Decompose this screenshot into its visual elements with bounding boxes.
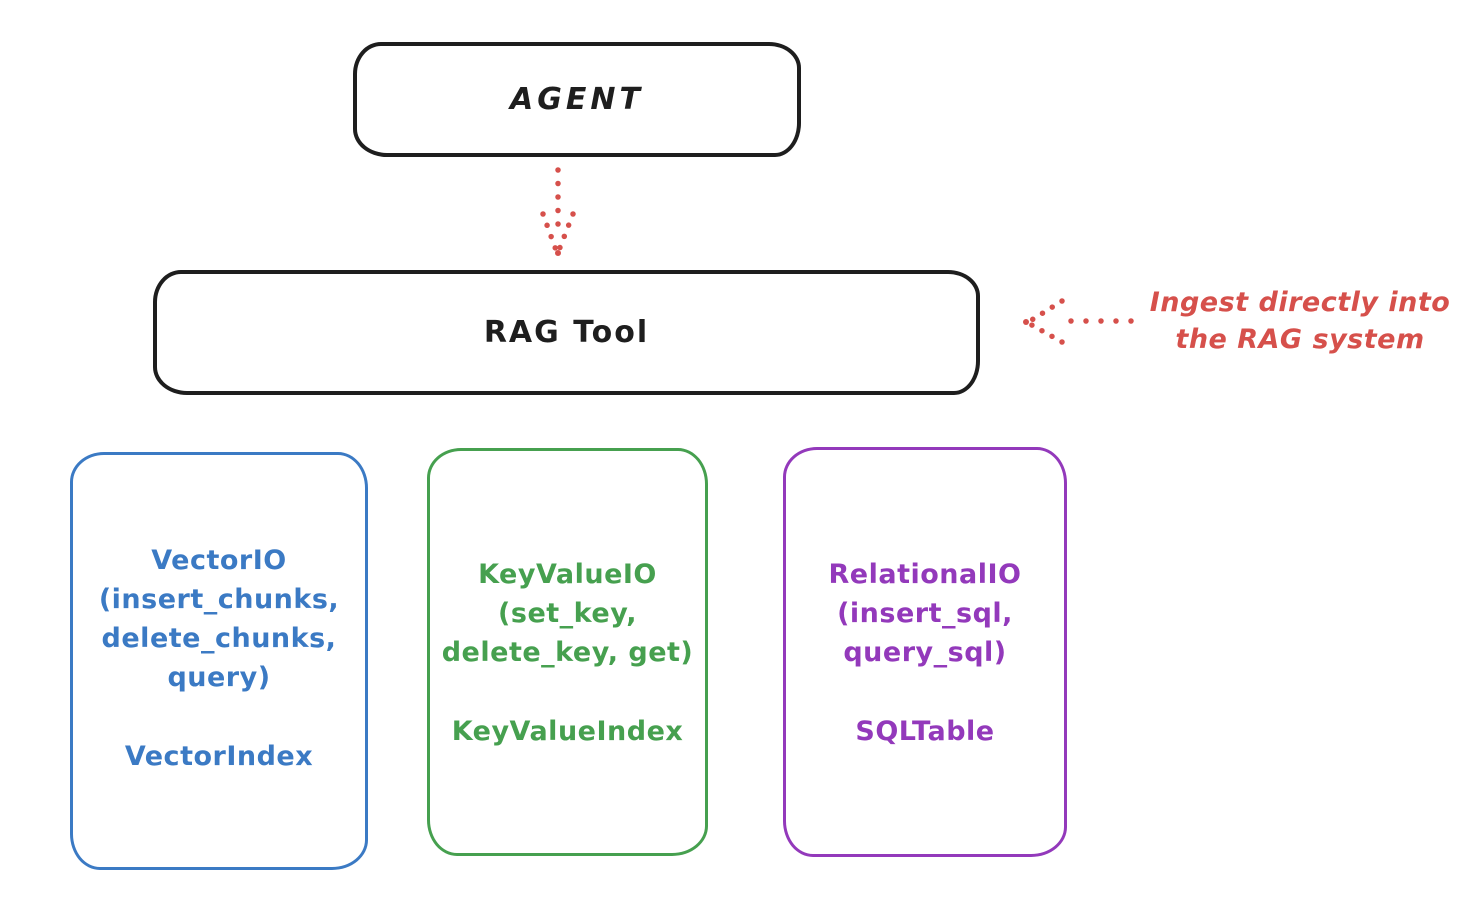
keyvalue-io-line: (set_key, xyxy=(498,598,637,629)
vector-io-line: (insert_chunks, xyxy=(98,584,340,615)
vector-io-line: query) xyxy=(167,662,271,693)
ingest-annotation-line2: the RAG system xyxy=(1175,324,1425,355)
vector-index-label: VectorIndex xyxy=(124,741,314,772)
dotted-arrow-down-icon xyxy=(540,167,576,256)
keyvalue-io-box: KeyValueIO (set_key, delete_key, get) Ke… xyxy=(427,448,708,856)
spacer xyxy=(786,672,1064,712)
vector-io-box: VectorIO (insert_chunks, delete_chunks, … xyxy=(70,452,368,870)
keyvalue-index-label: KeyValueIndex xyxy=(451,716,684,747)
spacer xyxy=(430,672,705,712)
sql-table-label: SQLTable xyxy=(855,716,995,747)
agent-label: AGENT xyxy=(510,82,644,117)
keyvalue-io-line: KeyValueIO xyxy=(478,559,657,590)
spacer xyxy=(73,697,365,737)
keyvalue-io-line: delete_key, get) xyxy=(441,637,694,668)
relational-io-line: query_sql) xyxy=(843,637,1007,668)
keyvalue-io-text: KeyValueIO (set_key, delete_key, get) Ke… xyxy=(430,555,705,751)
rag-tool-box: RAG Tool xyxy=(153,270,980,395)
vector-io-line: VectorIO xyxy=(151,545,287,576)
agent-box: AGENT xyxy=(353,42,801,157)
ingest-annotation: Ingest directly into the RAG system xyxy=(1135,284,1465,358)
vector-io-line: delete_chunks, xyxy=(101,623,337,654)
ingest-annotation-line1: Ingest directly into xyxy=(1149,287,1451,318)
vector-io-text: VectorIO (insert_chunks, delete_chunks, … xyxy=(73,541,365,776)
relational-io-text: RelationalIO (insert_sql, query_sql) SQL… xyxy=(786,555,1064,751)
rag-tool-label: RAG Tool xyxy=(483,315,650,350)
relational-io-box: RelationalIO (insert_sql, query_sql) SQL… xyxy=(783,447,1067,857)
relational-io-line: RelationalIO xyxy=(828,559,1022,590)
relational-io-line: (insert_sql, xyxy=(837,598,1013,629)
dotted-arrow-left-icon xyxy=(1023,298,1134,345)
